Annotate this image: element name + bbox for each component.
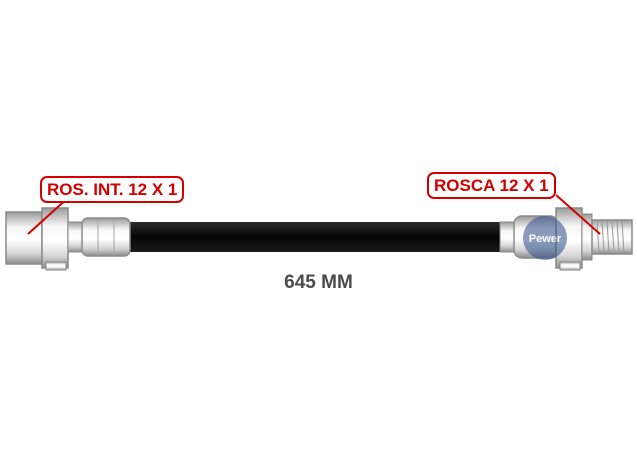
left-crimp-sleeve	[81, 217, 131, 257]
watermark-logo: Pewer	[523, 216, 567, 260]
hose-body	[128, 222, 504, 252]
left-fitting-label: ROS. INT. 12 X 1	[40, 176, 185, 203]
hose-length-label: 645 MM	[284, 272, 353, 293]
watermark-text: Pewer	[529, 233, 562, 245]
right-fitting-label: ROSCA 12 X 1	[427, 172, 556, 199]
left-fitting	[5, 207, 131, 271]
right-callout-pointer	[555, 194, 601, 235]
left-nut	[5, 211, 43, 265]
